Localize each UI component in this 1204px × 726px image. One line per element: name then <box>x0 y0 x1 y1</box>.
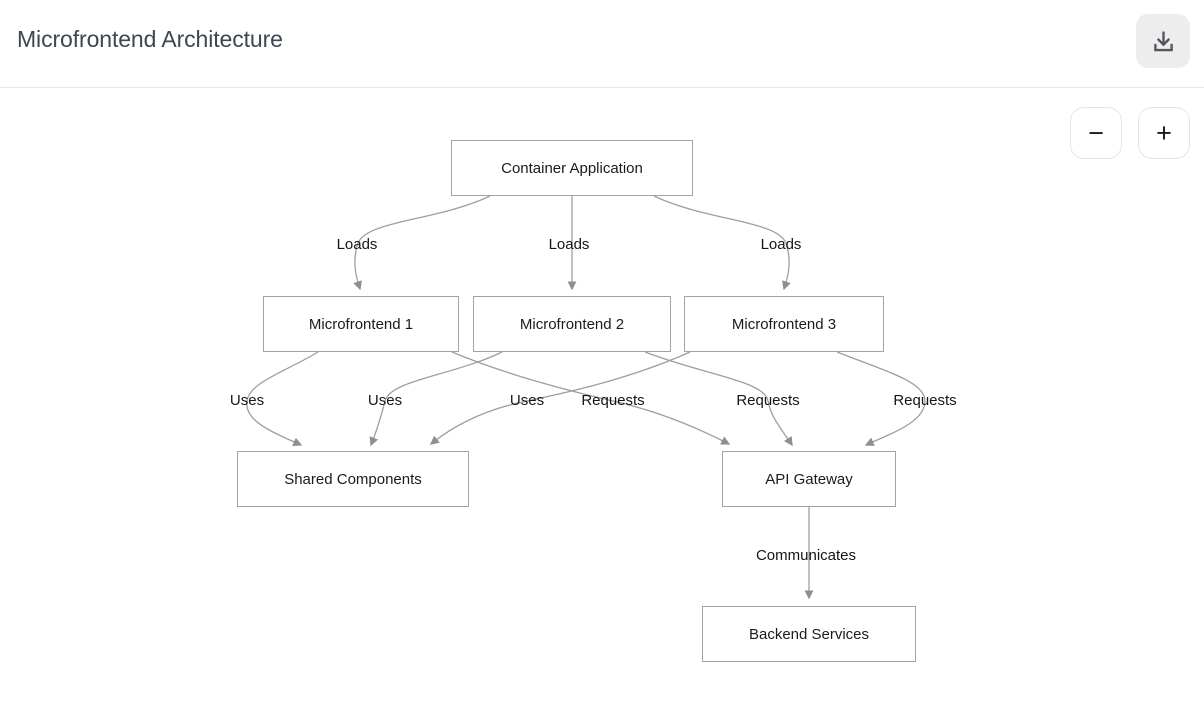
node-microfrontend-3: Microfrontend 3 <box>684 296 884 352</box>
node-label: Microfrontend 3 <box>731 315 837 333</box>
edge-container-application-to-microfrontend-1 <box>353 195 491 291</box>
download-button[interactable] <box>1136 14 1190 68</box>
edge-microfrontend-2-to-api-gateway <box>644 351 793 447</box>
edge-microfrontend-1-to-api-gateway <box>451 351 731 445</box>
edge-microfrontend-3-to-shared-components <box>429 351 691 445</box>
edge-microfrontend-3-to-api-gateway <box>836 351 926 446</box>
node-label: Backend Services <box>748 625 870 643</box>
diagram-edges-layer <box>246 195 926 600</box>
node-backend-services: Backend Services <box>702 606 916 662</box>
zoom-out-button[interactable]: − <box>1070 107 1122 159</box>
node-label: Microfrontend 2 <box>519 315 625 333</box>
node-label: Shared Components <box>284 470 422 488</box>
node-microfrontend-2: Microfrontend 2 <box>473 296 671 352</box>
node-label: Microfrontend 1 <box>308 315 414 333</box>
node-label: API Gateway <box>765 470 853 488</box>
plus-icon: + <box>1156 117 1172 148</box>
node-label: Container Application <box>501 159 643 177</box>
edge-microfrontend-1-to-shared-components <box>246 351 319 446</box>
node-microfrontend-1: Microfrontend 1 <box>263 296 459 352</box>
download-icon <box>1150 28 1177 55</box>
header-bar: Microfrontend Architecture <box>0 0 1204 88</box>
edge-microfrontend-2-to-shared-components <box>369 351 503 447</box>
node-shared-components: Shared Components <box>237 451 469 507</box>
node-container-application: Container Application <box>451 140 693 196</box>
edge-container-application-to-microfrontend-3 <box>653 195 791 291</box>
node-api-gateway: API Gateway <box>722 451 896 507</box>
minus-icon: − <box>1088 117 1104 148</box>
zoom-in-button[interactable]: + <box>1138 107 1190 159</box>
page-title: Microfrontend Architecture <box>17 26 283 52</box>
